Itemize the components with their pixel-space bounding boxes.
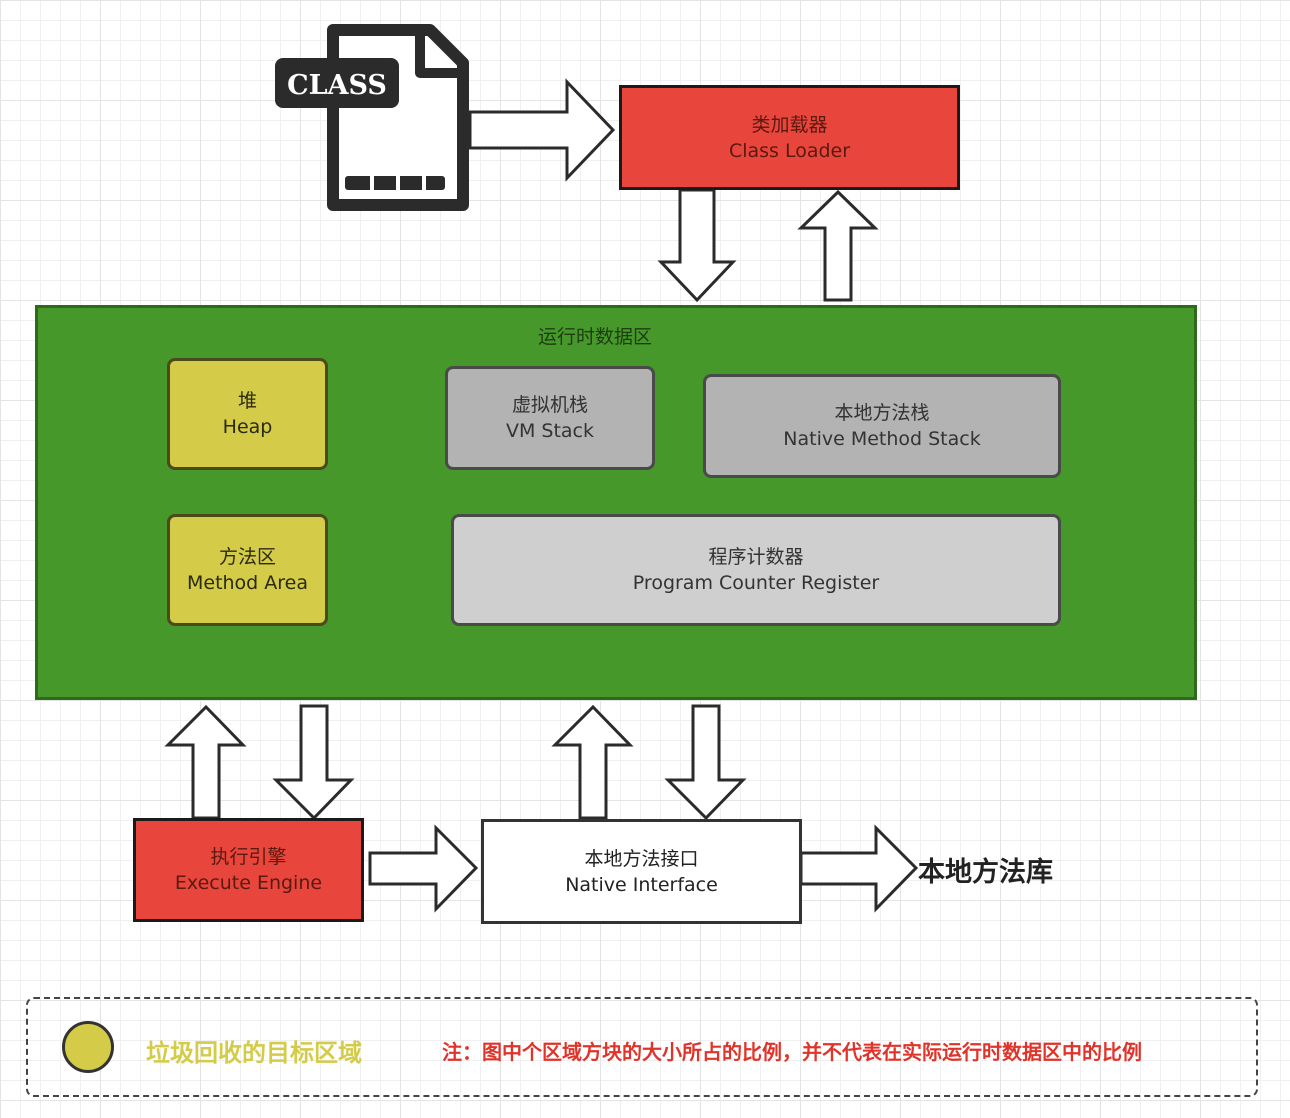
execute-engine-en: Execute Engine — [174, 872, 323, 894]
method-area-en: Method Area — [186, 572, 309, 594]
vm-stack-box: 虚拟机栈 VM Stack — [445, 366, 655, 470]
arrow-runtime-to-loader — [797, 189, 879, 302]
class-loader-en: Class Loader — [728, 139, 851, 162]
method-area-box: 方法区 Method Area — [167, 514, 328, 626]
arrow-loader-to-runtime — [657, 188, 737, 303]
program-counter-en: Program Counter Register — [632, 572, 880, 594]
heap-en: Heap — [222, 416, 273, 438]
native-method-stack-zh: 本地方法栈 — [834, 402, 930, 424]
execute-engine-zh: 执行引擎 — [210, 846, 287, 868]
native-method-stack-box: 本地方法栈 Native Method Stack — [703, 374, 1061, 478]
gc-target-label: 垃圾回收的目标区域 — [146, 1039, 362, 1067]
native-interface-box: 本地方法接口 Native Interface — [481, 819, 802, 924]
arrow-interface-to-runtime — [551, 704, 634, 820]
arrow-interface-to-library — [799, 824, 919, 913]
arrow-runtime-to-interface — [664, 704, 747, 821]
arrow-runtime-to-engine — [272, 704, 355, 821]
method-area-zh: 方法区 — [218, 546, 276, 568]
runtime-data-area-title: 运行时数据区 — [538, 326, 653, 348]
arrow-class-to-loader — [468, 78, 616, 182]
class-loader-zh: 类加载器 — [751, 113, 828, 136]
vm-stack-zh: 虚拟机栈 — [511, 394, 588, 416]
execute-engine-box: 执行引擎 Execute Engine — [133, 818, 364, 922]
heap-box: 堆 Heap — [167, 358, 328, 470]
program-counter-box: 程序计数器 Program Counter Register — [451, 514, 1061, 626]
legend-note: 注：图中个区域方块的大小所占的比例，并不代表在实际运行时数据区中的比例 — [442, 1040, 1142, 1064]
native-interface-zh: 本地方法接口 — [584, 847, 699, 870]
program-counter-zh: 程序计数器 — [708, 546, 804, 568]
class-file-label: CLASS — [287, 70, 387, 101]
legend-box: 垃圾回收的目标区域 注：图中个区域方块的大小所占的比例，并不代表在实际运行时数据… — [26, 997, 1258, 1097]
gc-target-dot-icon — [62, 1021, 114, 1073]
class-loader-box: 类加载器 Class Loader — [619, 85, 960, 190]
arrow-engine-to-runtime — [164, 704, 247, 820]
vm-stack-en: VM Stack — [505, 420, 595, 442]
class-file-icon: CLASS — [275, 24, 469, 211]
native-library-label: 本地方法库 — [918, 857, 1053, 888]
arrow-engine-to-interface — [368, 824, 479, 913]
native-method-stack-en: Native Method Stack — [783, 428, 981, 450]
native-interface-en: Native Interface — [565, 873, 718, 896]
heap-zh: 堆 — [237, 390, 257, 412]
